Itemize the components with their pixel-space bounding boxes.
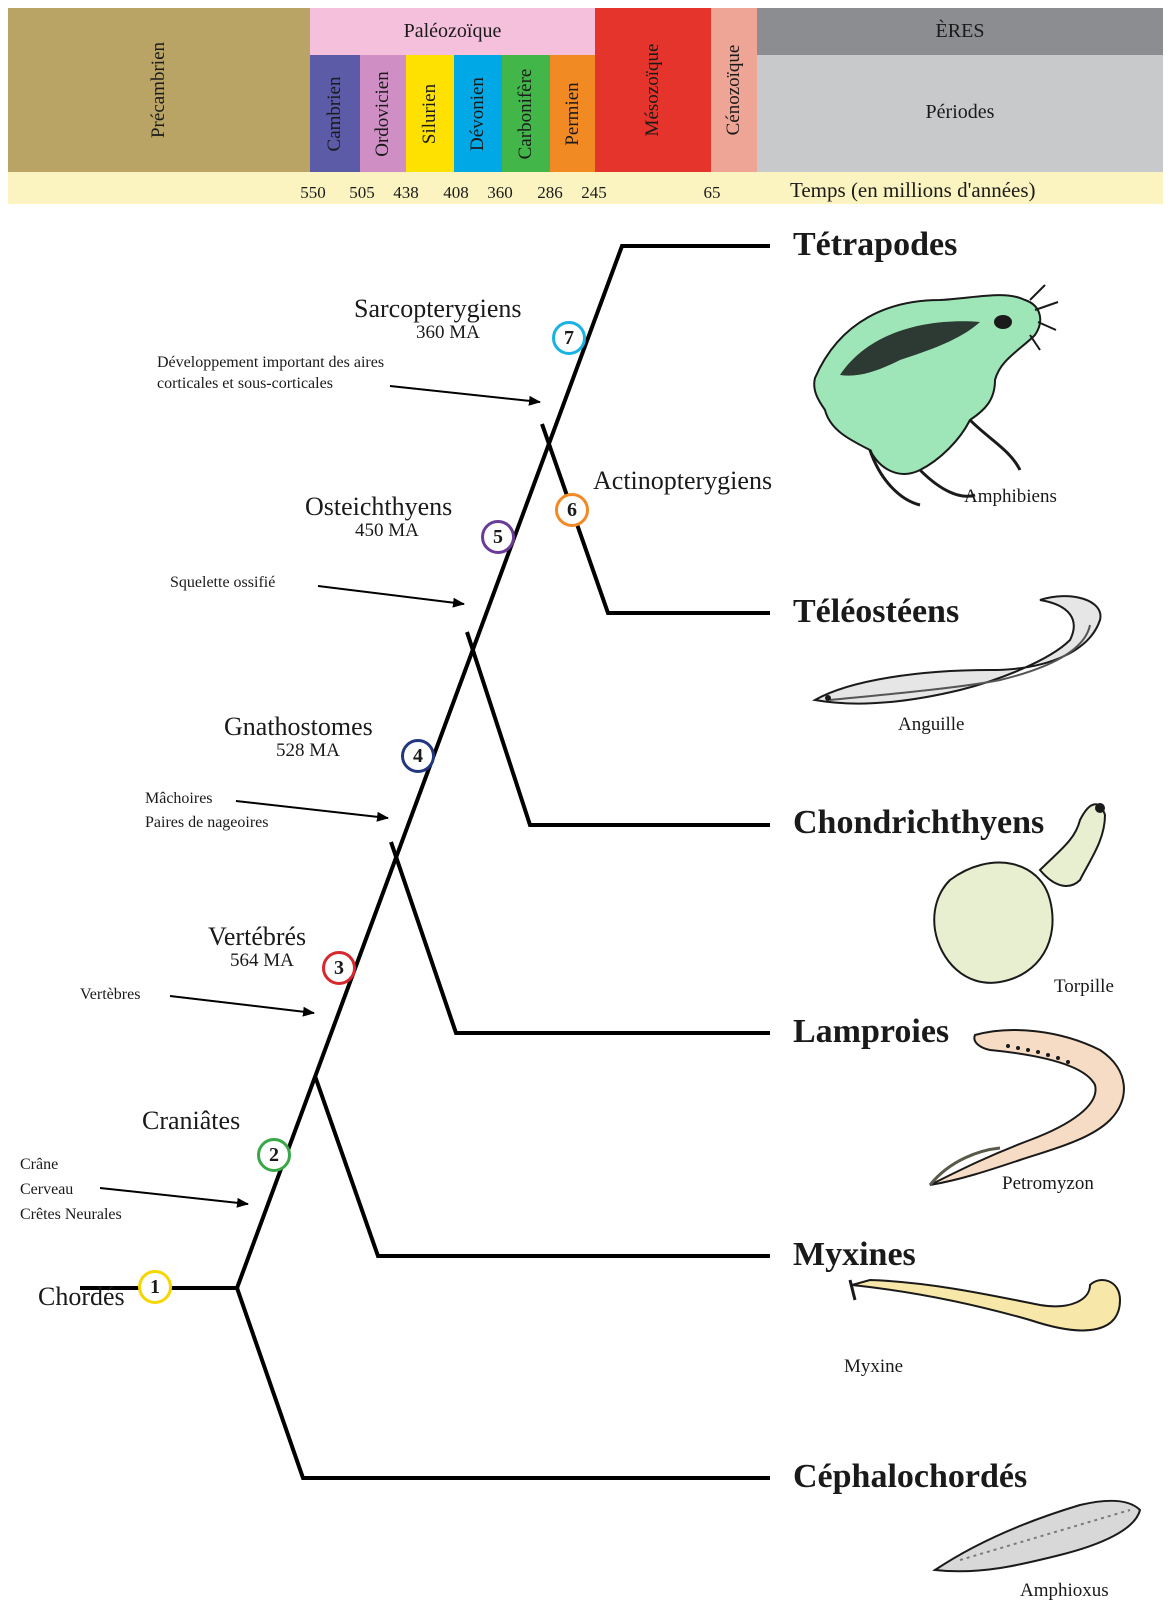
caption-amphibiens: Amphibiens <box>964 486 1057 508</box>
amphioxus-illustration <box>935 1501 1140 1571</box>
frog-illustration <box>814 285 1058 505</box>
lamprey-illustration <box>930 1030 1124 1185</box>
caption-petromyzon: Petromyzon <box>1002 1173 1094 1195</box>
caption-myxine: Myxine <box>844 1356 903 1378</box>
hagfish-illustration <box>850 1280 1120 1330</box>
torpedo-ray-illustration <box>934 803 1105 983</box>
caption-amphioxus: Amphioxus <box>1020 1580 1109 1602</box>
caption-anguille: Anguille <box>898 714 965 736</box>
caption-torpille: Torpille <box>1054 976 1114 998</box>
eel-illustration <box>815 596 1100 704</box>
